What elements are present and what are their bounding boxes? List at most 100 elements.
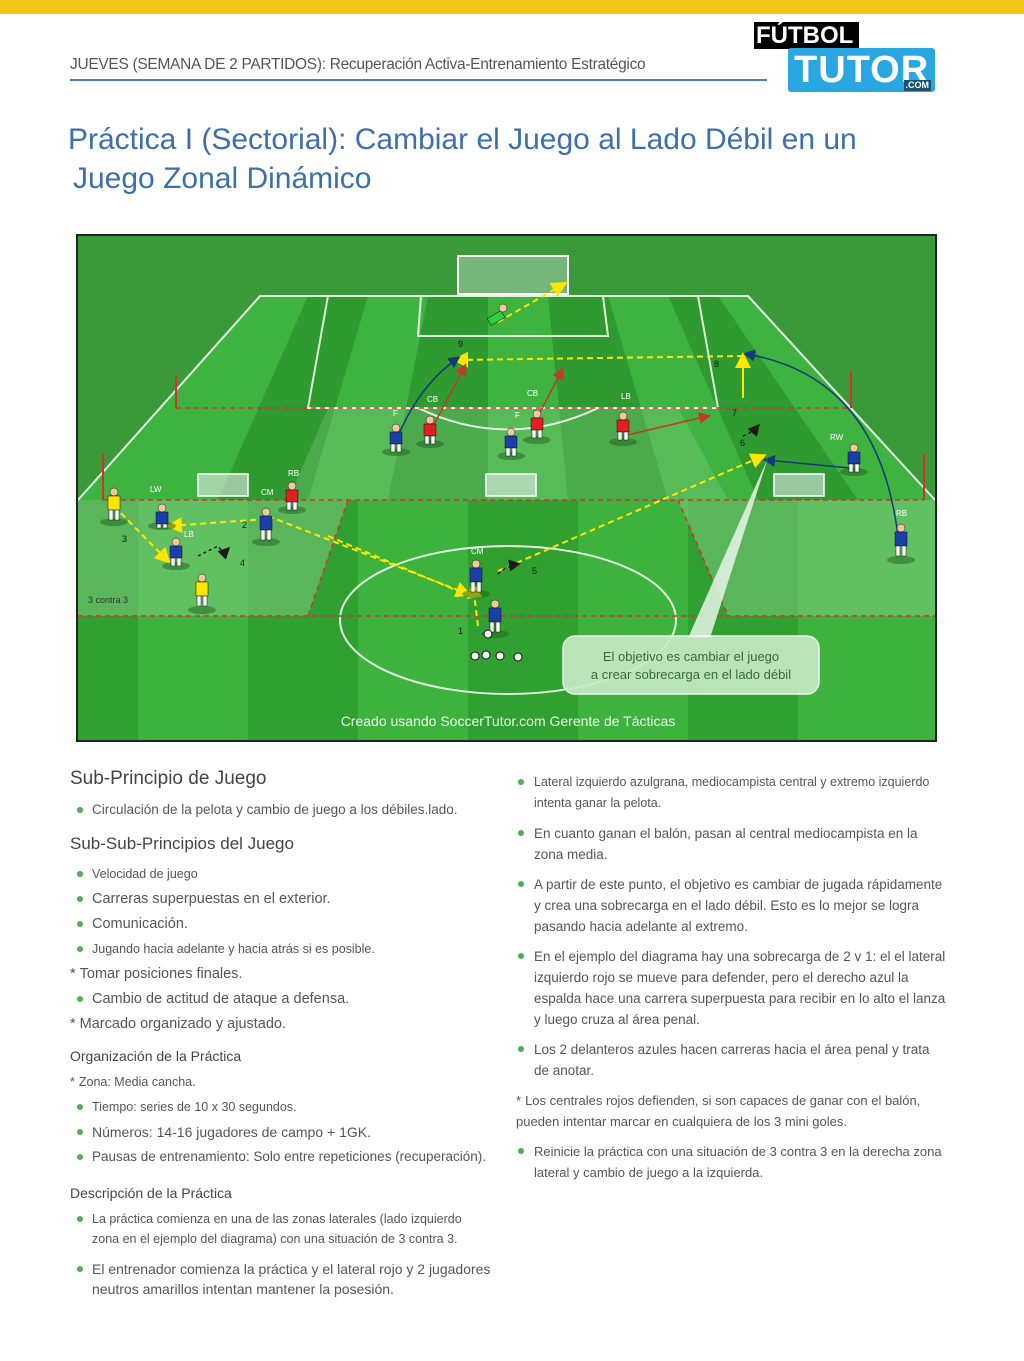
player-red [278, 481, 306, 514]
red-players [278, 409, 637, 514]
logo-top-text: FÚTBOL [754, 22, 860, 49]
player-blue [162, 537, 190, 570]
pass-number: 7 [732, 408, 737, 418]
bullet-icon [77, 996, 83, 1002]
player-blue [252, 507, 280, 546]
player-label: LB [184, 530, 194, 539]
pass-number: 9 [458, 339, 463, 349]
bullet-icon [77, 1129, 83, 1135]
mini-goal-right [773, 473, 825, 497]
diagram-watermark: Creado usando SoccerTutor.com Gerente de… [341, 713, 676, 729]
list-item: Carreras superpuestas en el exterior. [70, 889, 510, 909]
bullet-icon [518, 1148, 524, 1154]
player-label: RW [830, 433, 844, 442]
player-blue [148, 503, 176, 530]
list-item: Reinicie la práctica con una situación d… [516, 1141, 946, 1183]
player-label: CM [261, 488, 274, 497]
list-item: El entrenador comienza la práctica y el … [70, 1259, 510, 1299]
list-item: *Los centrales rojos defienden, si son c… [516, 1093, 921, 1129]
section-heading: Sub-Sub-Principios del Juego [70, 834, 294, 853]
list-item: *Marcado organizado y ajustado. [70, 1016, 287, 1032]
list-item: En el ejemplo del diagrama hay una sobre… [516, 946, 946, 1030]
player-label: F [515, 411, 520, 420]
player-label: F [393, 409, 398, 418]
player-label: LB [621, 392, 631, 401]
page-header: JUEVES (SEMANA DE 2 PARTIDOS): Recuperac… [70, 56, 646, 73]
balls [470, 629, 523, 662]
goalkeeper [486, 303, 508, 326]
list-item: Tiempo: series de 10 x 30 segundos. [70, 1097, 510, 1117]
player-yellow [100, 487, 128, 526]
bullet-icon [77, 921, 83, 927]
bullet-icon [77, 871, 83, 877]
bullet-icon [77, 1266, 83, 1272]
player-yellow [188, 573, 216, 614]
callout-line-1: El objetivo es cambiar el juego [603, 649, 779, 664]
player-label: CB [427, 395, 438, 404]
list-item: A partir de este punto, el objetivo es c… [516, 874, 946, 937]
list-item: Comunicación. [70, 914, 510, 934]
header-divider [70, 79, 767, 81]
title-line-2: Juego Zonal Dinámico [73, 162, 372, 195]
pass-number: 8 [714, 359, 719, 369]
list-item: La práctica comienza en una de las zonas… [70, 1209, 510, 1249]
list-item: En cuanto ganan el balón, pasan al centr… [516, 823, 946, 865]
list-item: Velocidad de juego [70, 864, 510, 884]
bullet-icon [77, 946, 83, 952]
pass-number: 5 [532, 566, 537, 576]
asterisk-icon: * [70, 1075, 75, 1089]
list-item: Jugando hacia adelante y hacia atrás si … [70, 939, 510, 959]
bullet-icon [518, 953, 524, 959]
asterisk-icon: * [70, 966, 76, 982]
list-item: *Zona: Media cancha. [70, 1075, 196, 1089]
section-heading: Organización de la Práctica [70, 1048, 242, 1064]
list-item: Circulación de la pelota y cambio de jue… [70, 800, 510, 820]
left-column: Sub-Principio de Juego Circulación de la… [70, 768, 510, 1304]
title-line-1: Práctica I (Sectorial): Cambiar el Juego… [68, 123, 857, 156]
callout-line-2: a crear sobrecarga en el lado débil [591, 667, 791, 682]
callout-box: El objetivo es cambiar el juego a crear … [562, 635, 820, 695]
player-red [416, 415, 444, 448]
player-blue [887, 523, 915, 564]
player-label: CM [471, 547, 484, 556]
asterisk-icon: * [516, 1093, 522, 1108]
yellow-players [100, 487, 216, 614]
main-goal [457, 255, 569, 295]
player-blue [497, 427, 525, 460]
section-heading: Sub-Principio de Juego [70, 768, 267, 789]
zone-label: 3 contra 3 [88, 595, 128, 605]
section-heading: Descripción de la Práctica [70, 1185, 232, 1201]
pass-number: 1 [458, 626, 463, 636]
player-blue [840, 443, 868, 476]
player-label: RB [896, 509, 907, 518]
pass-number: 6 [740, 438, 745, 448]
list-item: Los 2 delanteros azules hacen carreras h… [516, 1039, 946, 1081]
pass-number: 4 [240, 558, 245, 568]
bullet-icon [77, 807, 83, 813]
logo: FÚTBOL TUTOR .COM [754, 22, 939, 94]
player-red [523, 409, 551, 444]
player-blue [462, 559, 490, 598]
page-title: Práctica I (Sectorial): Cambiar el Juego… [68, 120, 908, 198]
list-item: Lateral izquierdo azulgrana, mediocampis… [516, 772, 946, 814]
top-accent-bar [0, 0, 1024, 14]
bullet-icon [77, 1154, 83, 1160]
list-item: *Tomar posiciones finales. [70, 966, 243, 982]
pass-number: 2 [242, 520, 247, 530]
list-item: Cambio de actitud de ataque a defensa. [70, 989, 510, 1009]
bullet-icon [518, 1046, 524, 1052]
asterisk-icon: * [70, 1016, 76, 1032]
logo-suffix: .COM [903, 80, 931, 91]
player-blue [382, 423, 410, 456]
player-label: LW [150, 485, 162, 494]
list-item: Pausas de entrenamiento: Solo entre repe… [70, 1147, 510, 1167]
pitch-surface [78, 296, 935, 740]
bullet-icon [77, 1104, 83, 1110]
list-item: Números: 14-16 jugadores de campo + 1GK. [70, 1122, 510, 1142]
bullet-icon [518, 881, 524, 887]
player-label: CB [527, 389, 538, 398]
bullet-icon [77, 896, 83, 902]
player-label: RB [288, 469, 299, 478]
right-column: Lateral izquierdo azulgrana, mediocampis… [516, 772, 946, 1192]
tactics-diagram: CB CB LB F F RW RB LW CM RB LB CM 1 2 3 … [76, 234, 937, 742]
